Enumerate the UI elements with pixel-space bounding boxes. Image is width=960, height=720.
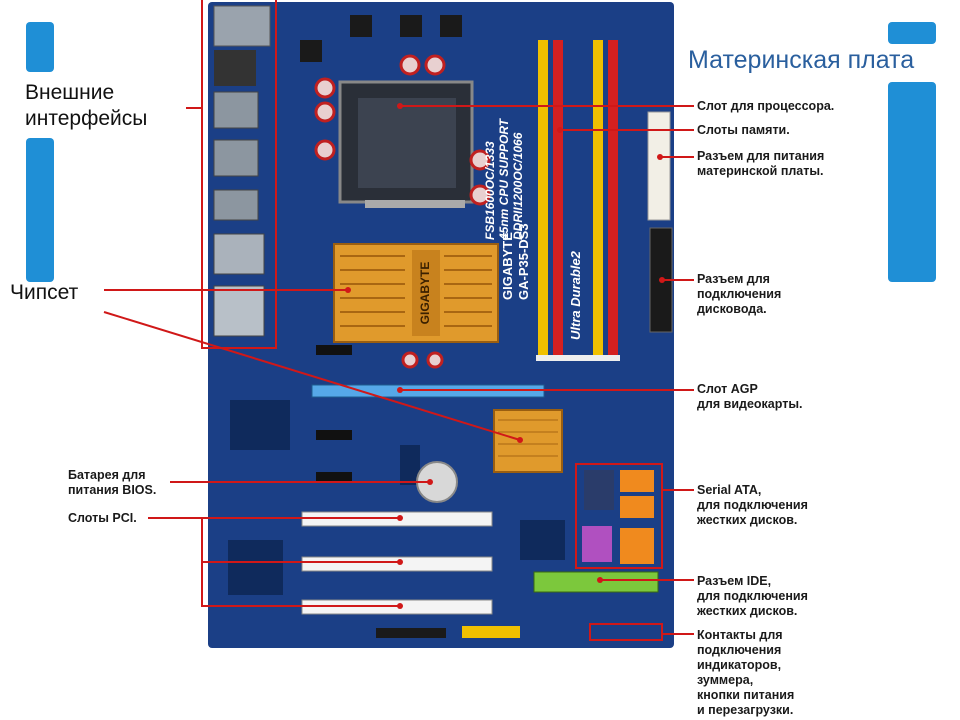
label-pci-slots: Слоты PCI. [68, 511, 137, 525]
pci-slots [301, 511, 493, 615]
pcie-x1-slot-2 [316, 430, 352, 440]
power-chokes [300, 15, 462, 62]
ide-connector [533, 571, 659, 593]
cpu-socket [338, 80, 474, 208]
board-model-text: GA-P35-DS3 [516, 223, 531, 300]
pcie-x1-slot-1 [316, 345, 352, 355]
board-spec-2-text: 45nm CPU SUPPORT [497, 117, 511, 241]
board-ultra-durable-text: Ultra Durable2 [568, 250, 583, 340]
capacitors [314, 54, 491, 369]
slide-deco-bar-left-top [26, 22, 54, 72]
pcie-x1-slot-3 [316, 472, 352, 482]
label-floppy-connector: Разъем для подключения дисковода. [697, 272, 782, 316]
board-components [228, 400, 565, 595]
pointer-dots [345, 103, 665, 609]
pointer-lines [103, 0, 694, 635]
slide-title: Материнская плата [688, 46, 915, 74]
chipset-heatsink: GIGABYTE [333, 243, 499, 343]
label-front-panel: Контакты для подключения индикаторов, зу… [697, 628, 795, 717]
label-ide: Разъем IDE, для подключения жестких диск… [697, 574, 808, 618]
slide-deco-bar-right-bottom [888, 82, 936, 282]
board-brand-text: GIGABYTE [500, 232, 515, 300]
slide-deco-bar-left-bottom [26, 138, 54, 282]
board-spec-3-text: DDRII1200OC/1066 [511, 132, 525, 240]
board-spec-1-text: FSB1600OC/1333 [483, 141, 497, 240]
slide-deco-bar-right-top [888, 22, 936, 44]
sata-ports [575, 463, 663, 569]
bottom-header-2 [462, 626, 520, 638]
label-cpu-slot: Слот для процессора. [697, 99, 835, 113]
bottom-header-1 [376, 628, 446, 638]
label-external-interfaces: Внешние интерфейсы [25, 81, 148, 130]
atx-power-connector [647, 111, 671, 221]
label-agp-slot: Слот AGP для видеокарты. [697, 382, 803, 411]
label-chipset: Чипсет [10, 281, 79, 304]
memory-slots [536, 40, 620, 361]
label-bios-battery: Батарея для питания BIOS. [68, 468, 157, 497]
label-sata: Serial ATA, для подключения жестких диск… [697, 483, 808, 527]
external-io-panel [213, 5, 271, 337]
southbridge-heatsink [493, 409, 563, 473]
heatsink-brand-text: GIGABYTE [418, 262, 432, 325]
label-power-connector: Разъем для питания материнской платы. [697, 149, 825, 178]
label-memory-slots: Слоты памяти. [697, 123, 790, 137]
front-panel-header [589, 623, 663, 641]
